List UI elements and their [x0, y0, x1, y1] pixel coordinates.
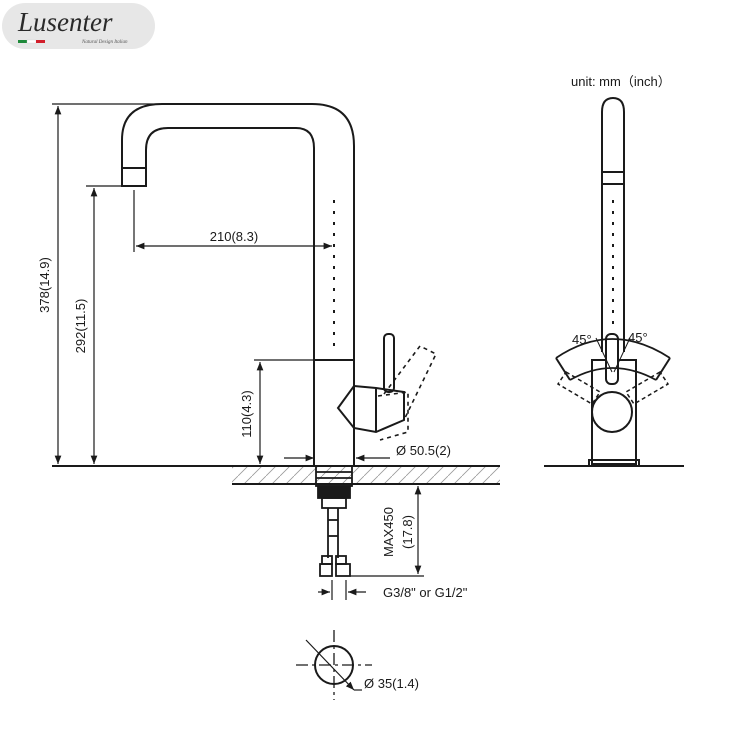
side-cartridge — [591, 391, 633, 433]
front-view — [121, 103, 438, 467]
dim-max-shank: MAX450 — [381, 507, 396, 557]
mounting-shank — [315, 465, 353, 577]
dim-spout-reach: 210(8.3) — [210, 229, 258, 244]
brand-logo: Lusenter Natural Design Italian — [2, 3, 155, 49]
angle-right: 45° — [628, 330, 648, 345]
dim-base-diameter: Ø 50.5(2) — [396, 443, 451, 458]
spout-tube — [121, 103, 355, 360]
handle-lever-open — [383, 344, 438, 421]
flag-white — [26, 39, 37, 44]
dim-connection: G3/8" or G1/2" — [383, 585, 468, 600]
dim-hole-diameter: Ø 35(1.4) — [364, 676, 419, 691]
dim-body-height: 110(4.3) — [239, 390, 254, 437]
dim-spout-height: 292(11.5) — [73, 299, 88, 354]
aerator — [121, 167, 147, 187]
unit-label: unit: mm（inch） — [571, 74, 671, 89]
side-handle — [605, 333, 619, 385]
dimension-lines — [52, 103, 424, 600]
brand-tagline: Natural Design Italian — [81, 40, 128, 45]
countertop — [52, 465, 500, 485]
side-view — [555, 96, 671, 467]
handle-lever — [383, 333, 395, 393]
handle-cartridge — [336, 384, 405, 434]
flag-red — [36, 40, 45, 43]
faucet-body — [313, 359, 355, 467]
mounting-hole-detail — [296, 630, 372, 700]
dim-total-height: 378(14.9) — [37, 257, 52, 313]
angle-left: 45° — [572, 332, 592, 347]
side-spout — [601, 96, 625, 352]
brand-name: Lusenter — [17, 7, 113, 37]
dim-max-shank-inch: (17.8) — [400, 515, 415, 549]
flag-green — [18, 40, 27, 43]
